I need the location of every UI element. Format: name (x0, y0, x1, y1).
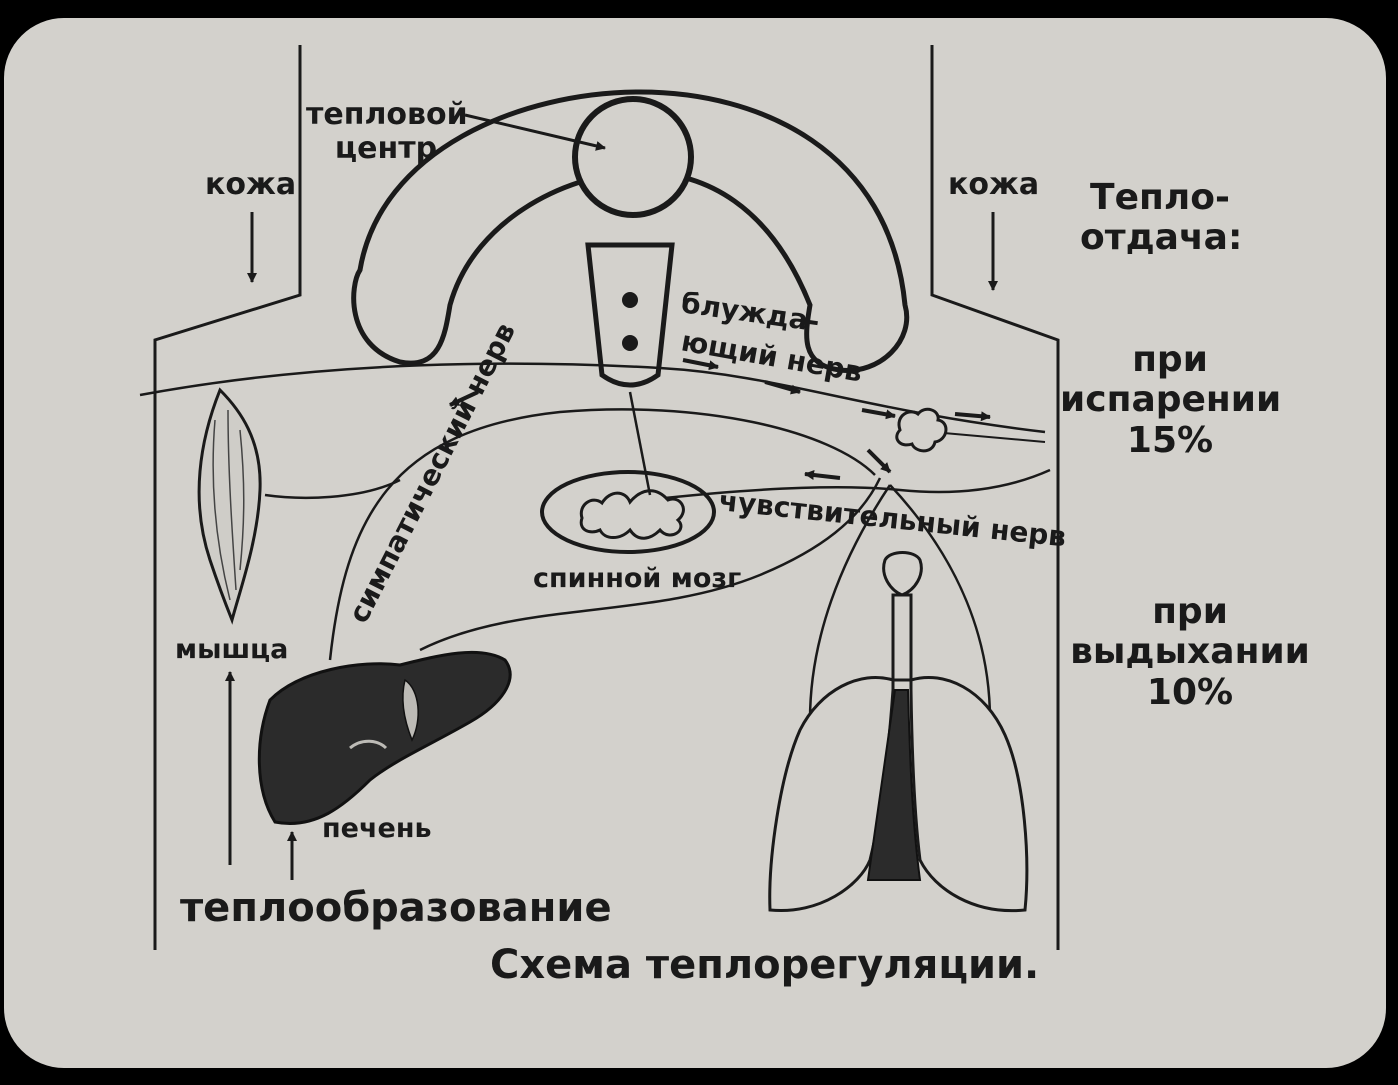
medulla-dot (622, 292, 638, 308)
brain-icon (351, 89, 910, 373)
liver-icon (257, 650, 512, 825)
heat-production-label: теплообразование (180, 885, 612, 931)
paper-background (4, 18, 1386, 1068)
sympathetic-arrow (449, 390, 479, 407)
skin-left-label: кожа (205, 167, 297, 202)
lungs-icon (768, 551, 1029, 913)
muscle-label: мышца (175, 634, 289, 665)
evaporation-label: при испарении 15% (1060, 339, 1282, 461)
heat-center-label: тепловой центр (306, 97, 468, 166)
medulla-dot (622, 335, 638, 351)
lung-nerve-line-left (808, 484, 892, 721)
spinal-cord-label: спинной мозг (533, 563, 742, 594)
heat-center-pointer (464, 113, 606, 151)
vagus-arrow (764, 380, 801, 395)
exhalation-label: при выдыхании 10% (1070, 591, 1310, 713)
muscle-nerve-line (264, 478, 401, 500)
sensory-arrow (866, 448, 892, 474)
lung-nerve-line-right (889, 484, 992, 721)
vagus-arrow (954, 411, 991, 422)
vagus-nerve-path (139, 362, 1046, 434)
body-outline-left (153, 45, 302, 950)
liver-nerve-line (419, 477, 882, 652)
heat-loss-title: Тепло- отдача: (1080, 177, 1243, 259)
body-outline-right (930, 45, 1060, 950)
spinal-cord-icon (540, 470, 716, 554)
vagus-arrow (861, 408, 896, 420)
medulla-icon (585, 242, 675, 388)
sympathetic-nerve-line (328, 408, 876, 661)
sensory-arrow (804, 470, 841, 480)
skin-right-label: кожа (948, 167, 1040, 202)
vagus-arrow (682, 358, 719, 371)
diagram-caption: Схема теплорегуляции. (490, 942, 1040, 988)
heat-center-circle (572, 96, 694, 218)
sweat-gland-icon (895, 407, 948, 453)
muscle-icon (197, 387, 262, 625)
liver-label: печень (322, 813, 432, 844)
